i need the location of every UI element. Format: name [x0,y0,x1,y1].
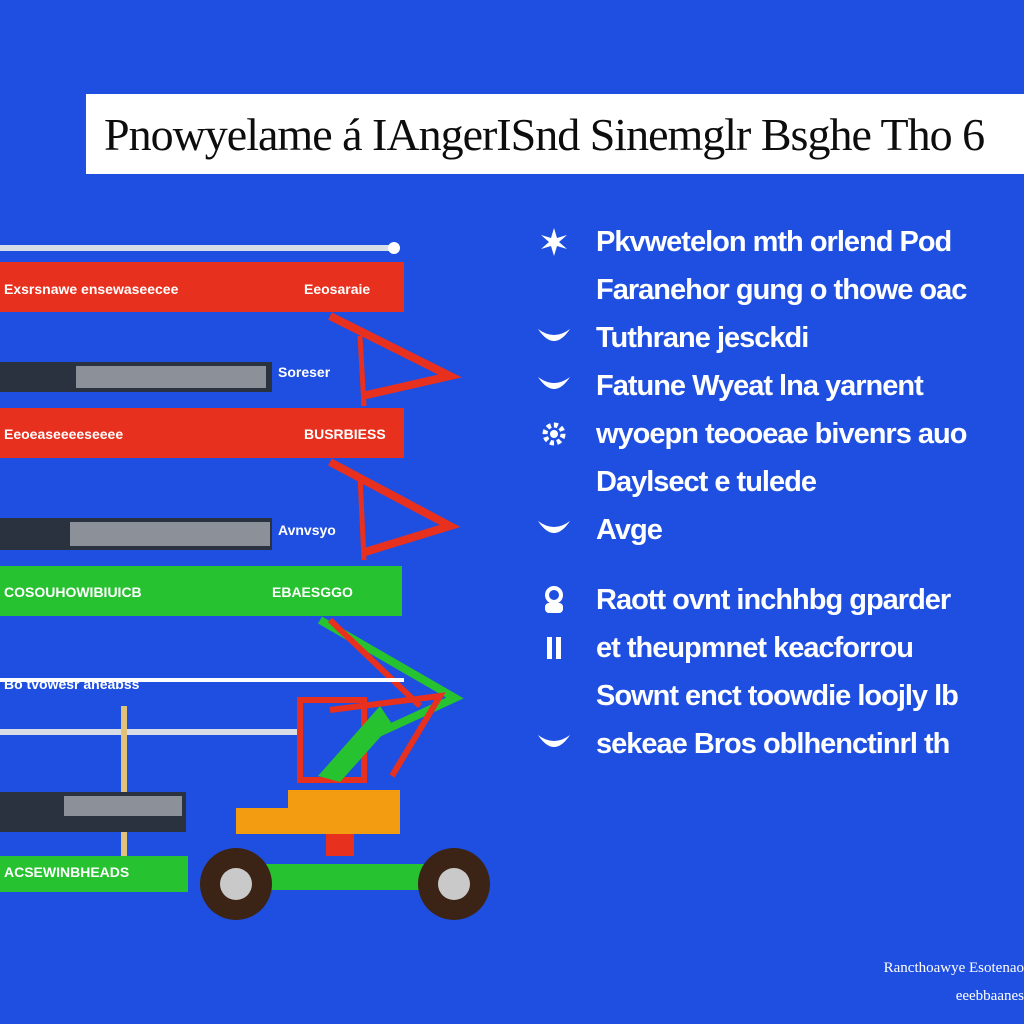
lift-red-arm [329,692,446,778]
tier-1-left-label: Exsrsnawe ensewaseecee [4,281,179,297]
list-item-text: Pkvwetelon mth orlend Pod [596,225,952,258]
list-item: Sownt enct toowdie loojly lb [530,672,1024,720]
title-bar: Pnowyelame á IAngerISnd Sinemglr Bsghe T… [86,94,1024,174]
tier-1-bar [0,262,404,312]
scissor-arm-2 [328,458,461,556]
scissor-post-2 [357,475,367,561]
tier-6-left-label: Bo tvowesr aheabss [4,676,140,692]
list-item-text: Daylsect e tulede [596,465,817,498]
lift-green-arm [318,706,392,782]
burst-icon [536,224,572,260]
list-item: wyoepn teooeae bivenrs auo [530,410,1024,458]
platform-support [326,834,354,856]
tier-3-left-label: Eeoeaseeeeseeee [4,426,124,442]
list-item-text: Fatune Wyeat lna yarnent [596,369,924,402]
tier-5-left-label: COSOUHOWIBIUICB [4,584,142,600]
list-item: Raott ovnt inchhbg gparder [530,576,1024,624]
tier-4-screen [70,522,270,546]
list-item-text: et theupmnet keacforrou [596,631,914,664]
tier-1-right-label: Eeosaraie [304,281,371,297]
tier-7-left-label: ACSEWINBHEADS [4,864,130,880]
orange-platform [236,808,400,834]
tier-2-screen [76,366,266,388]
list-item-text: Faranehor gung o thowe oac [596,273,967,306]
chevron-down-icon [536,512,572,548]
scissor-arm-3b [327,617,423,709]
tier-3-bar [0,408,404,458]
lift-diagram [0,242,490,920]
wrench-icon [536,630,572,666]
scissor-arm-1 [328,312,462,400]
list-item-text: wyoepn teooeae bivenrs auo [596,417,967,450]
chevron-down-icon [536,726,572,762]
rail-end-cap [388,242,400,254]
list-item: Pkvwetelon mth orlend Pod [530,218,1024,266]
chevron-down-icon [536,320,572,356]
list-item: sekeae Bros oblhenctinrl th [530,720,1024,768]
tier-5-bar [0,566,402,616]
list-item-text: Sownt enct toowdie loojly lb [596,679,959,712]
list-item-text: Tuthrane jesckdi [596,321,809,354]
scissor-arm-3 [317,616,464,740]
tier-2-right-label: Soreser [278,364,331,380]
wheel-right [418,848,490,920]
tier-7-screen [64,796,182,816]
page-title: Pnowyelame á IAngerISnd Sinemglr Bsghe T… [104,109,985,160]
footnote-line-2: eeebbaanes [955,988,1024,1004]
list-item-text: Avge [596,513,663,546]
tier-3-right-label: BUSRBIESS [304,426,386,442]
gear-icon [536,416,572,452]
tier-5-right-label: EBAESGGO [272,584,353,600]
list-item: et theupmnet keacforrou [530,624,1024,672]
tier-7-bar [0,856,188,892]
list-item: Fatune Wyeat lna yarnent [530,362,1024,410]
tier-4-right-label: Avnvsyo [278,522,336,538]
list-item-text: Raott ovnt inchhbg gparder [596,583,951,616]
footnote-line-1: Rancthoawye Esotenao [883,960,1024,976]
chevron-down-icon [536,368,572,404]
person-icon [536,582,572,618]
list-item: Faranehor gung o thowe oac [530,266,1024,314]
list-item: Daylsect e tulede [530,458,1024,506]
feature-list: Pkvwetelon mth orlend Pod Faranehor gung… [530,218,1024,768]
wheel-left [200,848,272,920]
list-item: Tuthrane jesckdi [530,314,1024,362]
scissor-post-1 [357,335,367,407]
list-item: Avge [530,506,1024,554]
list-item-text: sekeae Bros oblhenctinrl th [596,727,950,760]
